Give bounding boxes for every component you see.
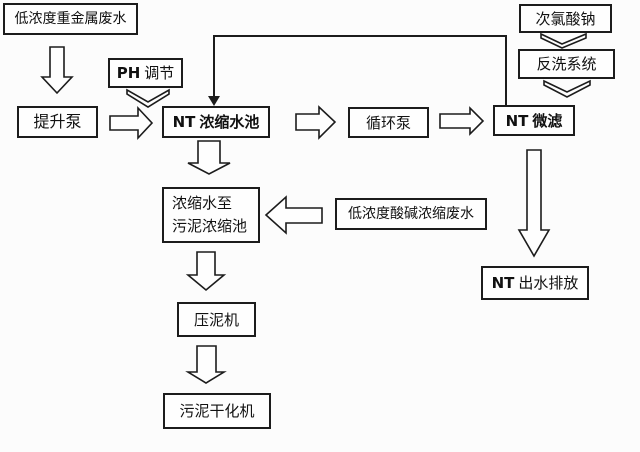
node-nt-concentrate-tank: NT 浓缩水池 bbox=[162, 106, 270, 138]
node-label: 出水排放 bbox=[518, 274, 579, 292]
node-label: 反洗系统 bbox=[536, 55, 597, 73]
node-label: 循环泵 bbox=[365, 113, 411, 132]
node-label: 调节 bbox=[144, 64, 175, 82]
node-label: 低浓度酸碱浓缩废水 bbox=[348, 205, 474, 222]
chevron-naclo-to-backwash-icon bbox=[540, 32, 587, 49]
node-sodium-hypochlorite: 次氯酸钠 bbox=[519, 4, 612, 33]
arrow-circ-pump-to-microfilter-icon bbox=[439, 106, 485, 136]
arrow-tank-to-concentrate-icon bbox=[187, 140, 231, 175]
arrow-tank-to-circ-pump-icon bbox=[295, 105, 337, 140]
node-concentrate-to-sludge-tank: 浓缩水至 污泥浓缩池 bbox=[162, 187, 260, 243]
arrow-press-to-dryer-icon bbox=[185, 345, 227, 384]
node-sludge-dryer: 污泥干化机 bbox=[163, 393, 271, 429]
node-label-prefix: PH bbox=[116, 64, 141, 82]
node-label: 压泥机 bbox=[193, 310, 239, 329]
node-label-line1: 浓缩水至 bbox=[172, 193, 233, 212]
node-lift-pump: 提升泵 bbox=[17, 106, 98, 138]
node-label: 污泥干化机 bbox=[179, 402, 255, 420]
feedback-line-microfilter-to-tank bbox=[213, 35, 507, 105]
chevron-ph-to-tank-icon bbox=[126, 88, 170, 108]
node-label-prefix: NT bbox=[172, 113, 196, 131]
node-label: 微滤 bbox=[532, 111, 563, 130]
node-label: 提升泵 bbox=[33, 112, 82, 132]
node-label: 次氯酸钠 bbox=[535, 9, 596, 28]
node-sludge-press: 压泥机 bbox=[177, 302, 256, 337]
node-ph-adjust: PH 调节 bbox=[108, 58, 183, 88]
arrow-concentrate-to-press-icon bbox=[185, 251, 227, 292]
arrow-microfilter-to-outlet-icon bbox=[517, 149, 551, 258]
node-label: 浓缩水池 bbox=[199, 113, 260, 131]
node-acid-alkali-concentrate-wastewater: 低浓度酸碱浓缩废水 bbox=[335, 198, 487, 230]
node-label-line2: 污泥浓缩池 bbox=[172, 217, 248, 235]
arrow-lift-pump-to-tank-icon bbox=[109, 105, 154, 141]
chevron-backwash-to-microfilter-icon bbox=[543, 79, 591, 98]
node-nt-outlet-discharge: NT 出水排放 bbox=[481, 266, 589, 300]
node-label-prefix: NT bbox=[505, 111, 529, 130]
node-label-prefix: NT bbox=[491, 274, 515, 292]
node-label: 低浓度重金属废水 bbox=[14, 10, 127, 27]
feedback-arrowhead-icon bbox=[208, 96, 220, 106]
node-nt-microfilter: NT 微滤 bbox=[493, 105, 575, 136]
arrow-acid-waste-to-concentrate-icon bbox=[264, 195, 323, 235]
node-heavy-metal-wastewater: 低浓度重金属废水 bbox=[3, 3, 138, 35]
node-backwash-system: 反洗系统 bbox=[518, 49, 615, 79]
node-circulation-pump: 循环泵 bbox=[348, 107, 429, 138]
arrow-heavy-metal-to-lift-pump-icon bbox=[40, 46, 74, 95]
